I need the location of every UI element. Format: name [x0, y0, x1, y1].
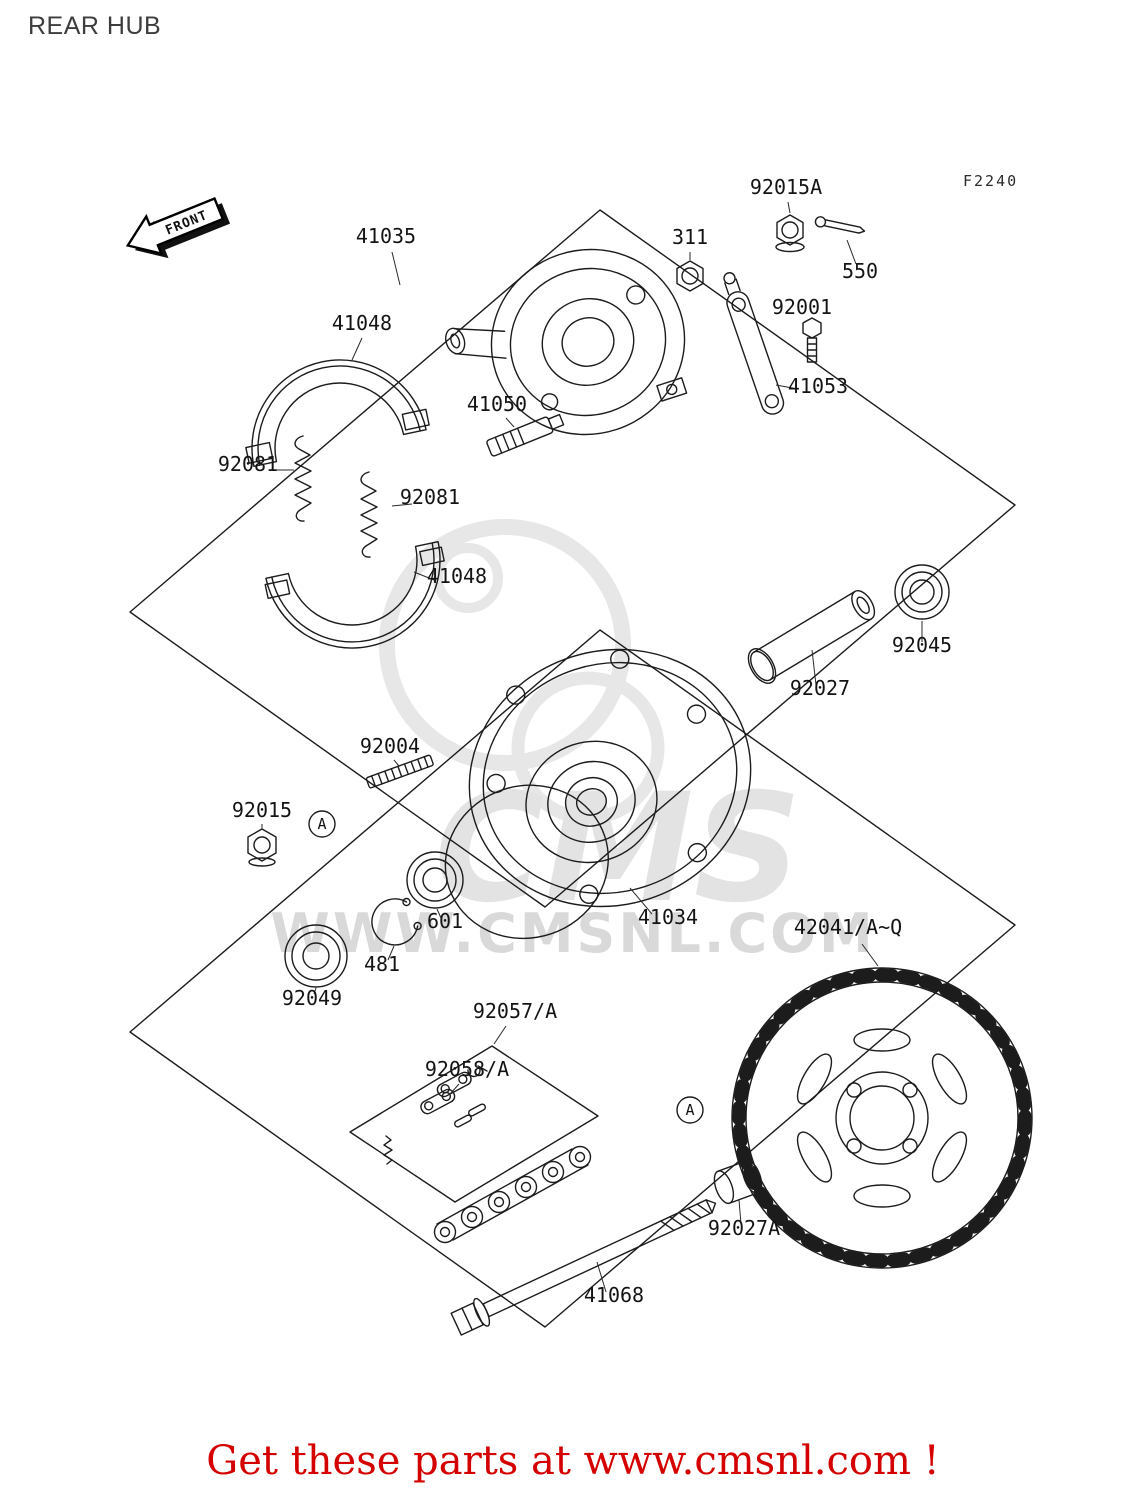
part-label-311[interactable]: 311 [672, 225, 708, 249]
part-label-41053[interactable]: 41053 [788, 374, 848, 398]
ref-marker-circle-2 [676, 1096, 704, 1124]
bolt-92001-drawing [802, 317, 822, 363]
chain-kit-box-outline [349, 1045, 599, 1203]
chain-drawing [433, 1145, 592, 1244]
oil-seal-92049-drawing [284, 924, 348, 988]
part-label-92081-right[interactable]: 92081 [400, 485, 460, 509]
part-label-92001[interactable]: 92001 [772, 295, 832, 319]
sprocket-drawing [731, 967, 1033, 1269]
part-label-41048-bottom[interactable]: 41048 [427, 564, 487, 588]
watermark-logo: CMS [434, 762, 801, 936]
circlip-481-drawing [371, 897, 422, 946]
ref-marker-circle-1 [308, 810, 336, 838]
ref-marker-a-1: A [317, 815, 326, 833]
brake-spring-right-drawing [360, 471, 378, 558]
brake-arm-drawing [723, 272, 785, 415]
collar-92027a-drawing [713, 1159, 763, 1205]
brake-shoe-bottom-drawing [264, 541, 445, 649]
part-label-92049[interactable]: 92049 [282, 986, 342, 1010]
brake-shoe-top-drawing [245, 359, 430, 467]
ref-marker-a-2: A [685, 1101, 694, 1119]
footer-cta[interactable]: Get these parts at www.cmsnl.com ! [206, 1438, 940, 1484]
part-label-41048-top[interactable]: 41048 [332, 311, 392, 335]
watermark: CMS WWW.CMSNL.COM [270, 519, 875, 965]
bearing-601-drawing [406, 851, 464, 909]
part-label-92027a[interactable]: 92027A [708, 1216, 780, 1240]
diagram-line-art [129, 209, 1033, 1336]
part-labels: 41035 92015A 311 550 92001 41053 41048 4… [218, 175, 952, 1307]
part-label-41034[interactable]: 41034 [638, 905, 698, 929]
nut-92015-drawing [247, 828, 277, 867]
front-arrow: FRONT [125, 197, 231, 259]
part-label-42041[interactable]: 42041/A~Q [794, 915, 902, 939]
stud-92004-drawing [365, 754, 434, 789]
brake-panel-drawing [445, 248, 688, 436]
part-label-92015[interactable]: 92015 [232, 798, 292, 822]
rear-hub-drawing [444, 648, 752, 940]
part-label-92057[interactable]: 92057/A [473, 999, 557, 1023]
part-label-92058[interactable]: 92058/A [425, 1057, 509, 1081]
brake-cam-drawing [486, 413, 565, 457]
cotter-pin-drawing [814, 216, 866, 234]
master-link-kit-drawing [383, 1065, 488, 1165]
part-label-92004[interactable]: 92004 [360, 734, 420, 758]
part-label-481[interactable]: 481 [364, 952, 400, 976]
nut-92015a-drawing [775, 214, 805, 253]
part-label-550[interactable]: 550 [842, 259, 878, 283]
page-title: REAR HUB [28, 12, 162, 40]
part-label-41068[interactable]: 41068 [584, 1283, 644, 1307]
front-arrow-shape [125, 197, 225, 256]
part-label-92045[interactable]: 92045 [892, 633, 952, 657]
leader-lines [261, 201, 923, 1293]
brake-spring-left-drawing [294, 435, 312, 522]
part-label-41035[interactable]: 41035 [356, 224, 416, 248]
part-label-41050[interactable]: 41050 [467, 392, 527, 416]
upper-plane-outline [129, 209, 1016, 908]
part-label-92027[interactable]: 92027 [790, 676, 850, 700]
axle-nut-311-drawing [676, 260, 704, 292]
part-label-92081-left[interactable]: 92081 [218, 452, 278, 476]
watermark-url: WWW.CMSNL.COM [270, 902, 875, 965]
axle-drawing [450, 1199, 717, 1336]
spacer-92027-drawing [747, 590, 876, 684]
figure-code: F2240 [963, 172, 1018, 190]
lower-plane-outline [129, 629, 1016, 1328]
bearing-92045-drawing [894, 564, 950, 620]
part-label-601[interactable]: 601 [427, 909, 463, 933]
part-label-92015a[interactable]: 92015A [750, 175, 822, 199]
